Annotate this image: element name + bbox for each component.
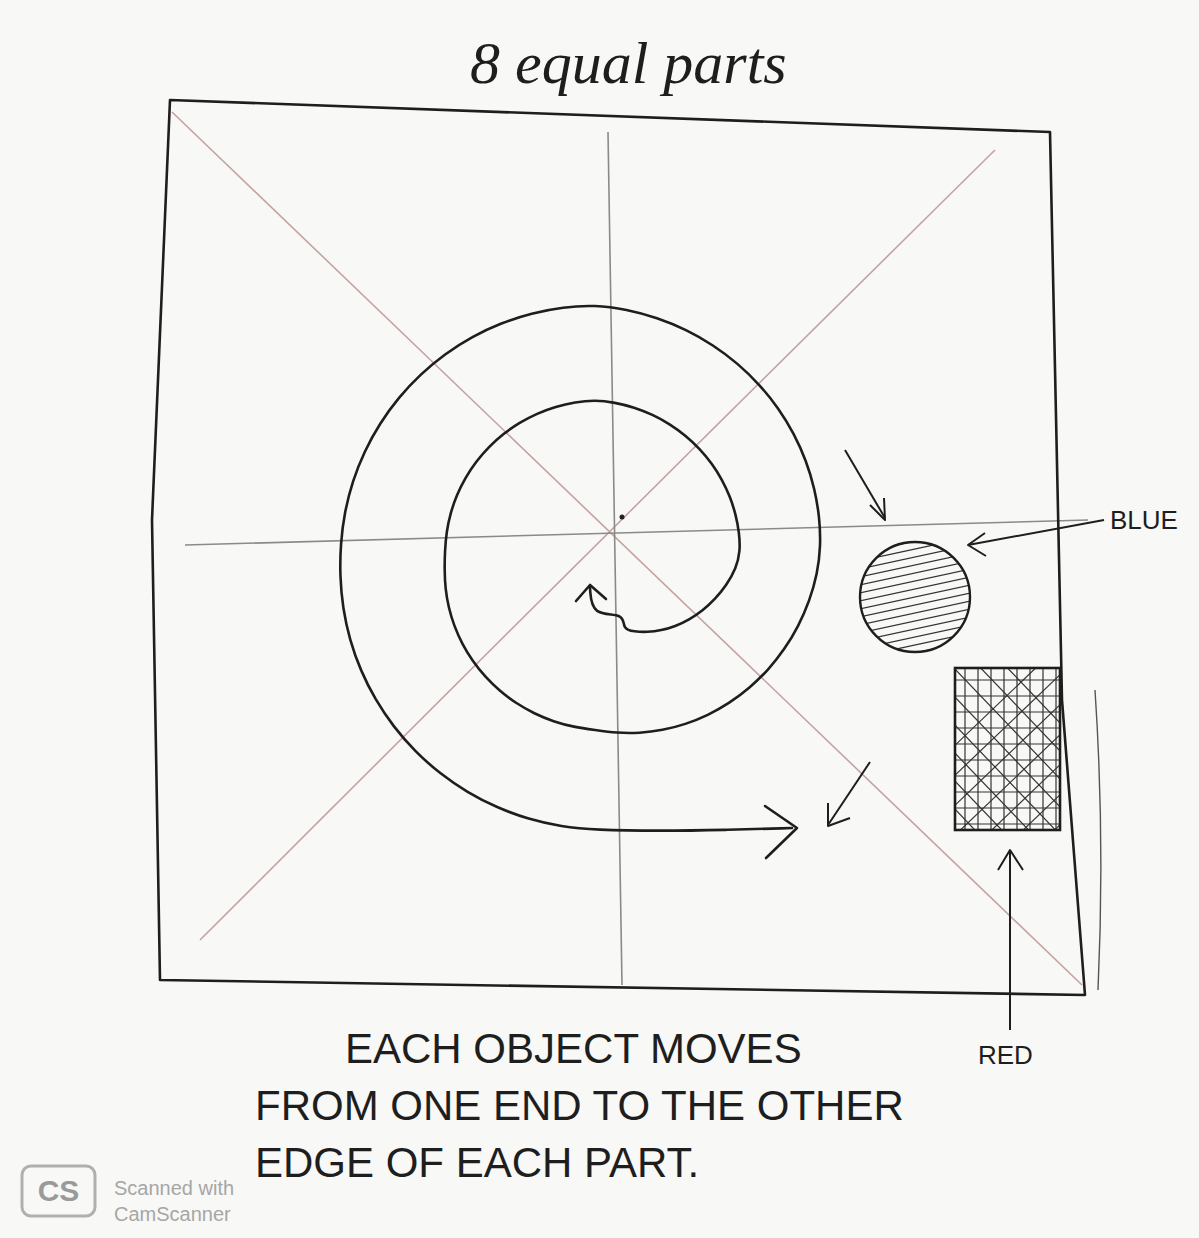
hatch-line [850, 583, 980, 611]
diagonal-line [172, 112, 1082, 985]
hatch-line [955, 760, 1060, 830]
circle-hatching [850, 503, 980, 691]
divider-line [185, 520, 1088, 545]
hatch-line [850, 535, 980, 563]
hatch-line [955, 692, 1060, 812]
hatch-line [1055, 668, 1056, 830]
hatch-line [850, 511, 980, 539]
hatch-line [850, 631, 980, 659]
square-outline [152, 100, 1085, 995]
red-rectangle [955, 668, 1060, 830]
hatch-line [955, 791, 1060, 792]
center-dot [620, 515, 625, 520]
hatch-line [955, 727, 1060, 728]
motion-arrow [828, 762, 870, 825]
watermark-text: Scanned with [114, 1176, 234, 1200]
hatch-line [955, 823, 1060, 824]
object-label: RED [978, 1040, 1033, 1070]
arrow-head [576, 585, 606, 601]
edge-stroke [1095, 690, 1101, 990]
arrow-head [765, 806, 797, 858]
hatch-line [850, 567, 980, 595]
caption-note: EACH OBJECT MOVES FROM ONE END TO THE OT… [255, 1020, 927, 1191]
hatch-line [955, 700, 1060, 810]
hatch-line [850, 503, 980, 531]
diagonal-line [200, 150, 995, 940]
hatch-line [955, 668, 1060, 756]
rect-hatching [955, 668, 1060, 830]
motion-arrow [870, 498, 885, 520]
hatch-line [955, 668, 1060, 784]
hatch-line [850, 575, 980, 603]
hatch-line [850, 591, 980, 619]
hatch-line [955, 668, 1060, 750]
watermark-logo-box [22, 1166, 95, 1216]
motion-arrow [828, 803, 850, 826]
hatch-line [955, 711, 1060, 712]
object-label: BLUE [1110, 505, 1178, 535]
hatch-line [955, 775, 1060, 776]
blue-circle [860, 542, 970, 652]
hatch-line [955, 820, 1060, 830]
watermark-logo: CS [22, 1173, 95, 1209]
hatch-line [964, 668, 965, 830]
leader-arrow [998, 850, 1023, 870]
leader-line [1009, 852, 1011, 1030]
hatch-line [955, 670, 1060, 780]
hatch-line [1042, 668, 1043, 830]
divider-line [608, 132, 622, 985]
hatch-line [850, 599, 980, 627]
hatch-line [955, 776, 1060, 830]
title-text: 8 equal parts [470, 28, 787, 98]
hatch-line [850, 559, 980, 587]
hatch-line [955, 790, 1060, 830]
hatch-line [955, 720, 1060, 830]
hatch-line [955, 743, 1060, 744]
hatch-line [955, 668, 1060, 728]
watermark-text: CamScanner [114, 1202, 231, 1226]
leader-line [968, 520, 1104, 545]
hatch-line [850, 607, 980, 635]
spiral-path [340, 306, 820, 831]
hatch-line [955, 804, 1060, 830]
hatch-line [990, 668, 991, 830]
leader-arrow [968, 533, 986, 556]
motion-arrow [845, 450, 885, 518]
hatch-line [955, 679, 1060, 680]
